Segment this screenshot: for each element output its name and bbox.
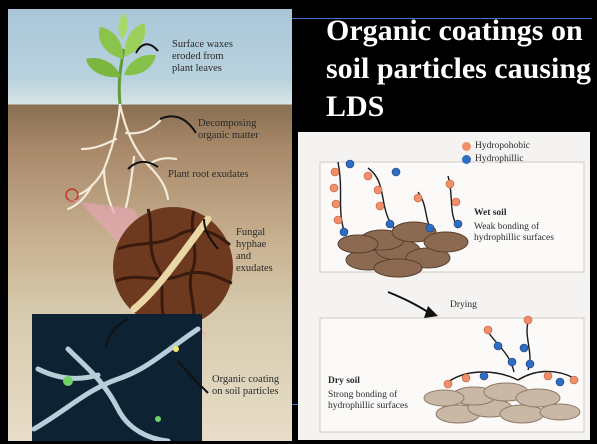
dry-soil-description: Strong bonding of hydrophillic surfaces [328, 390, 408, 411]
label-organic-coating: Organic coating on soil particles [212, 374, 280, 397]
bonding-illustration [319, 159, 585, 433]
hydrophobic-legend-icon [462, 142, 471, 151]
label-surface-waxes: Surface waxes eroded from plant leaves [172, 39, 233, 74]
legend-hydrophobic-label: Hydropohobic [475, 141, 530, 151]
legend-hydrophillic-label: Hydrophillic [475, 154, 524, 164]
label-fungal-hyphae: Fungal hyphae and exudates [236, 227, 273, 274]
soil-diagram-right: Hydropohobic Hydrophillic Wet soil Weak … [298, 132, 590, 440]
title-accent-line-bottom [292, 404, 300, 405]
soil-diagram-left: Surface waxes eroded from plant leaves D… [8, 9, 292, 441]
wet-soil-description: Weak bonding of hydrophillic surfaces [474, 222, 554, 243]
hydrophillic-legend-icon [462, 155, 471, 164]
wet-soil-title: Wet soil [474, 208, 507, 218]
label-root-exudates: Plant root exudates [168, 169, 249, 180]
dry-soil-title: Dry soil [328, 376, 360, 386]
soil-illustration [31, 13, 233, 441]
label-decomposing-organic-matter: Decomposing organic matter [198, 118, 259, 141]
slide-title: Organic coatings on soil particles causi… [326, 14, 592, 123]
title-accent-line-top [292, 18, 592, 19]
drying-label: Drying [450, 300, 477, 310]
